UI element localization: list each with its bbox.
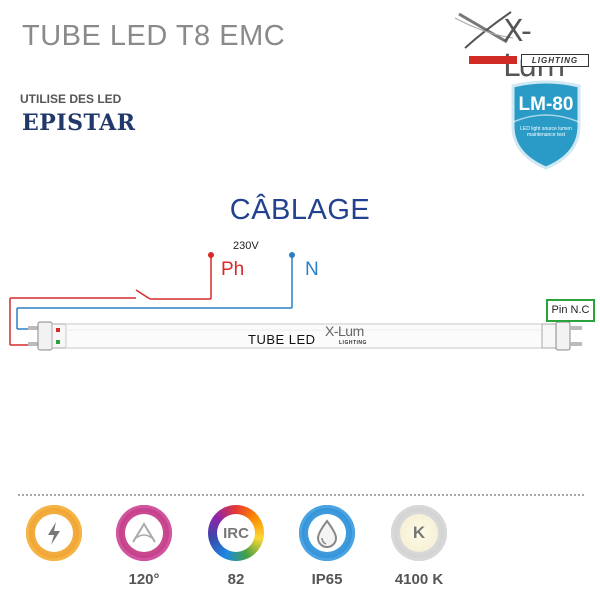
- phase-wire: [9, 256, 212, 346]
- neutral-terminal: [289, 252, 295, 258]
- feature-beam-angle: [116, 505, 172, 561]
- badge-name: LM-80: [518, 94, 574, 115]
- feature-kelvin-value: 4100 K: [394, 571, 444, 588]
- wiring-diagram: [9, 252, 582, 351]
- shield-icon: [511, 80, 581, 170]
- pin-nc-label: Pin N.C: [546, 299, 595, 322]
- feature-power: [26, 505, 82, 561]
- logo-red-bar: [469, 56, 517, 64]
- chip-label: UTILISE DES LED: [20, 92, 122, 106]
- feature-ip: [299, 505, 355, 561]
- tube-logo-sub: LIGHTING: [339, 340, 367, 346]
- feature-kelvin: K: [391, 505, 447, 561]
- phase-terminal: [208, 252, 214, 258]
- kelvin-label: K: [412, 523, 426, 542]
- dotted-separator: [18, 494, 584, 496]
- lm80-badge: LM-80 LED light source lumen maintenance…: [507, 80, 585, 172]
- chip-brand: EPISTAR: [22, 110, 136, 136]
- feature-ip-value: IP65: [311, 571, 343, 588]
- kelvin-icon: K: [400, 514, 438, 552]
- page-title: TUBE LED T8 EMC: [22, 20, 286, 52]
- logo-tagline: LIGHTING: [521, 54, 589, 67]
- beam-angle-icon: [132, 522, 156, 543]
- wiring-heading: CÂBLAGE: [229, 194, 371, 226]
- tube-label: TUBE LED: [248, 332, 316, 347]
- brand-logo: X-Lum LIGHTING: [455, 8, 590, 84]
- voltage-label: 230V: [233, 240, 259, 252]
- neutral-wire: [16, 256, 293, 330]
- phase-label: Ph: [221, 259, 245, 280]
- led-tube: [28, 321, 582, 351]
- feature-beam-angle-value: 120°: [128, 571, 160, 588]
- irc-icon: IRC: [217, 514, 255, 552]
- badge-subtitle: LED light source lumen maintenance test: [520, 126, 572, 138]
- irc-label: IRC: [223, 524, 249, 542]
- x-swoosh-icon: [455, 11, 514, 49]
- feature-irc: IRC: [208, 505, 264, 561]
- water-drop-icon: [316, 519, 338, 548]
- tube-logo: X-Lum: [325, 323, 364, 339]
- neutral-label: N: [305, 259, 319, 280]
- feature-irc-value: 82: [227, 571, 245, 588]
- lightning-icon: [48, 522, 60, 545]
